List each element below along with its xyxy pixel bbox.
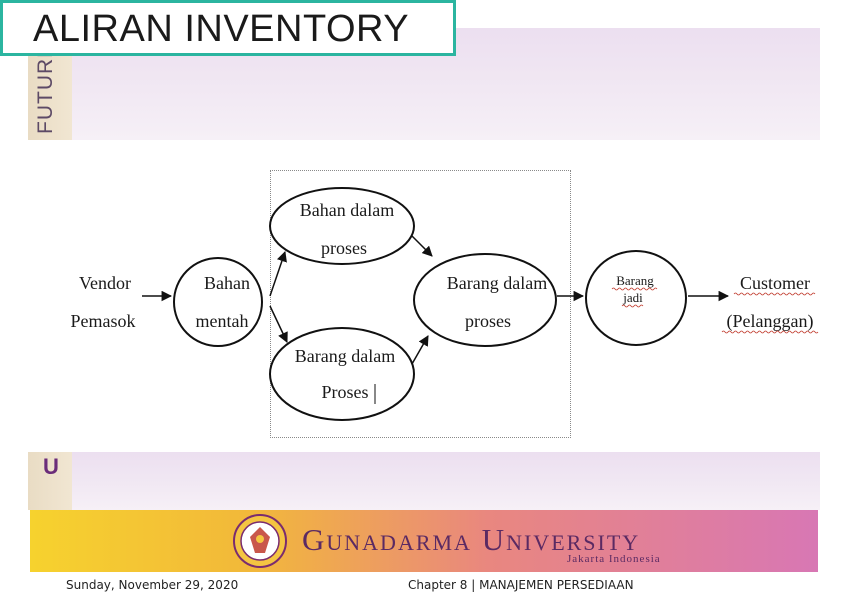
finished-sub-label: jadi	[622, 290, 643, 305]
side-strip-bottom	[28, 452, 72, 510]
title-box: ALIRAN INVENTORY	[0, 0, 456, 56]
wip-top-sub-label: proses	[321, 238, 367, 258]
goods-in-process-node	[413, 253, 557, 347]
customer-label: Customer	[740, 273, 810, 293]
footer-date: Sunday, November 29, 2020	[66, 578, 239, 592]
vendor-sub-label: Pemasok	[71, 311, 136, 331]
wip-top-label: Bahan dalam	[300, 200, 394, 220]
footer-band	[30, 510, 818, 572]
customer-sub-label: (Pelanggan)	[727, 311, 814, 332]
university-name: Gunadarma University	[302, 522, 641, 557]
raw-sub-label: mentah	[196, 311, 249, 331]
arrow-wip-top-goods	[411, 235, 433, 257]
page-title: ALIRAN INVENTORY	[33, 8, 410, 50]
wip-bottom-sub-label: Proses	[321, 382, 368, 402]
footer-chapter: Chapter 8 | MANAJEMEN PERSEDIAAN	[408, 578, 634, 592]
finished-sub-spellcheck	[621, 304, 644, 308]
lower-band	[28, 452, 820, 510]
raw-material-node	[173, 257, 263, 347]
vendor-label: Vendor	[79, 273, 131, 293]
finished-goods-node	[585, 250, 687, 346]
side-letter: U	[43, 454, 59, 479]
university-logo-icon	[233, 514, 287, 568]
customer-sub-spellcheck	[721, 330, 819, 334]
wip-group-box	[270, 170, 571, 438]
goods-sub-label: proses	[465, 311, 511, 331]
wip-top-node	[269, 187, 415, 265]
arrow-raw-wip-top	[269, 251, 287, 297]
finished-label: Barang	[616, 273, 654, 288]
university-tagline: Jakarta Indonesia	[567, 553, 661, 565]
finished-spellcheck	[611, 287, 658, 291]
wip-bottom-node	[269, 327, 415, 421]
arrow-wip-bottom-goods	[411, 335, 429, 365]
goods-label: Barang dalam	[447, 273, 547, 293]
customer-spellcheck	[733, 292, 816, 296]
raw-label: Bahan	[204, 273, 250, 293]
arrow-raw-wip-bottom	[269, 305, 288, 343]
wip-bottom-label: Barang dalam	[295, 346, 395, 366]
